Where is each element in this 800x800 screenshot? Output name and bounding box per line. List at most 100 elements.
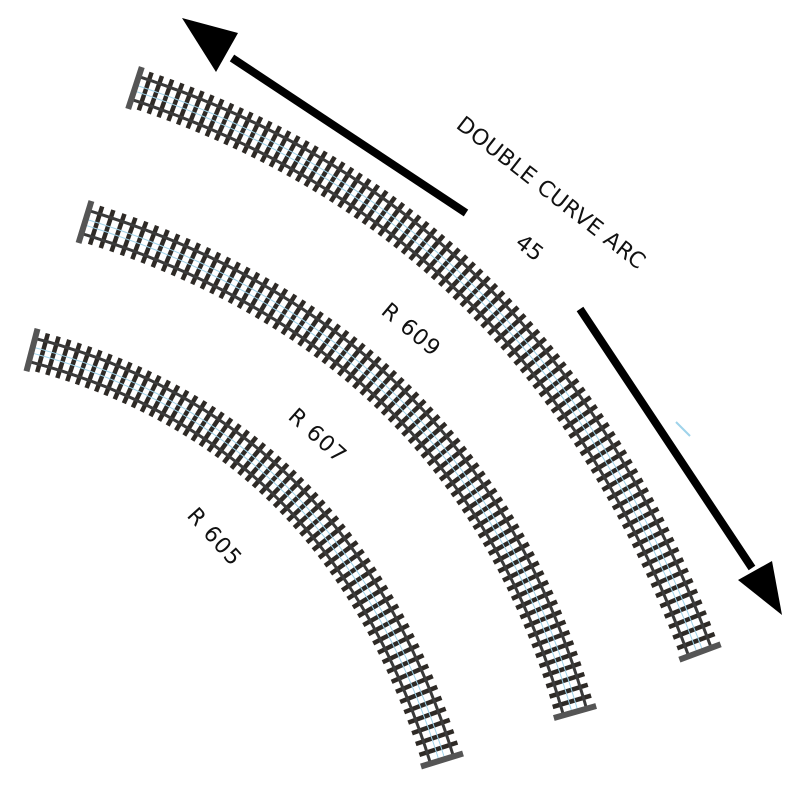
track-tie — [556, 395, 592, 422]
track-tie — [352, 356, 382, 390]
track-rail — [130, 97, 691, 657]
diagram-title: DOUBLE CURVE ARC — [451, 112, 650, 275]
track-tie — [430, 247, 461, 281]
track-tie — [467, 496, 504, 522]
track-tie — [337, 172, 363, 209]
track-tie — [369, 195, 397, 231]
track-tie — [500, 320, 534, 351]
track-centerline-hint — [31, 352, 440, 762]
stray-mark — [675, 421, 691, 437]
track-tie — [466, 282, 499, 315]
track-tie — [305, 317, 333, 353]
track-tie — [251, 455, 282, 489]
track-tie — [487, 305, 520, 336]
track-tie — [340, 566, 377, 593]
track-tie — [353, 183, 381, 220]
track-tie — [198, 411, 225, 448]
track-centerline-hint — [32, 346, 446, 760]
track-tie — [456, 479, 492, 506]
track-centerline-hint — [133, 90, 698, 654]
track-tie — [299, 507, 333, 537]
track-rail — [138, 75, 713, 649]
track-tie — [550, 386, 586, 414]
track-tie — [377, 201, 406, 237]
tracks-layer — [23, 66, 722, 770]
track-tie — [279, 484, 312, 516]
track-tie — [361, 189, 389, 225]
track-tie — [538, 369, 574, 398]
track-tie — [414, 421, 448, 452]
track-tie — [292, 499, 326, 530]
track-tie — [297, 311, 324, 347]
track-tie — [359, 362, 390, 396]
track-centerline-hint — [85, 218, 579, 712]
track-tie — [450, 470, 486, 498]
track-tie — [401, 406, 434, 437]
track-tie — [459, 275, 491, 308]
track-label-r609: R 609 — [376, 298, 445, 362]
track-tie — [265, 469, 297, 502]
track-piece-r605 — [23, 327, 464, 770]
track-tie — [380, 384, 413, 416]
track-tie — [323, 540, 359, 568]
track-tie — [329, 548, 365, 576]
track-tie — [452, 268, 484, 301]
arrow-up-left-icon — [182, 18, 469, 217]
track-tie — [366, 369, 398, 403]
angle-label: 45 — [510, 230, 547, 267]
track-tie — [286, 491, 319, 523]
track-end-connector — [75, 200, 95, 244]
track-tie — [473, 290, 506, 322]
track-tie — [335, 557, 371, 584]
track-end-connector — [420, 750, 464, 770]
track-tie — [480, 297, 513, 329]
track-tie — [461, 487, 498, 514]
track-tie — [345, 178, 372, 214]
track-end-connector — [678, 641, 722, 663]
track-tie — [258, 462, 290, 495]
track-tie — [438, 453, 474, 482]
track-tie — [313, 323, 341, 359]
track-tie — [222, 429, 250, 464]
track-end-connector — [23, 327, 41, 373]
track-tie — [280, 299, 307, 336]
track-tie — [568, 412, 604, 439]
track-rail — [81, 232, 565, 716]
track-tie — [206, 417, 234, 453]
arrow-down-right-icon — [576, 306, 782, 615]
track-tie — [506, 328, 541, 359]
track-tie — [214, 423, 242, 459]
track-tie — [394, 398, 427, 430]
track-tie — [289, 305, 316, 341]
track-tie — [190, 405, 217, 442]
track-tie — [562, 404, 598, 431]
track-piece-r609 — [125, 66, 722, 663]
track-tie — [320, 161, 346, 198]
track-tie — [444, 462, 480, 490]
track-tie — [472, 505, 509, 531]
track-tie — [423, 240, 454, 274]
track-rail — [34, 336, 455, 757]
track-label-r607: R 607 — [283, 404, 351, 469]
track-piece-r607 — [75, 200, 597, 721]
track-rail — [88, 209, 588, 710]
track-tie — [493, 313, 527, 344]
track-tie — [407, 413, 441, 445]
track-tie — [182, 400, 208, 437]
track-end-connector — [125, 66, 145, 110]
track-label-r605: R 605 — [182, 503, 247, 571]
track-tie — [373, 376, 405, 409]
track-centerline-hint — [135, 84, 704, 652]
track-centerline-hint — [83, 224, 573, 713]
track-rail — [28, 360, 432, 764]
track-tie — [438, 254, 469, 287]
track-end-connector — [553, 703, 597, 721]
track-tie — [544, 378, 580, 406]
track-tie — [415, 233, 446, 268]
track-tie — [387, 391, 420, 423]
track-tie — [244, 448, 274, 483]
track-tie — [328, 166, 355, 203]
track-tie — [445, 261, 476, 294]
track-tie — [272, 476, 305, 509]
